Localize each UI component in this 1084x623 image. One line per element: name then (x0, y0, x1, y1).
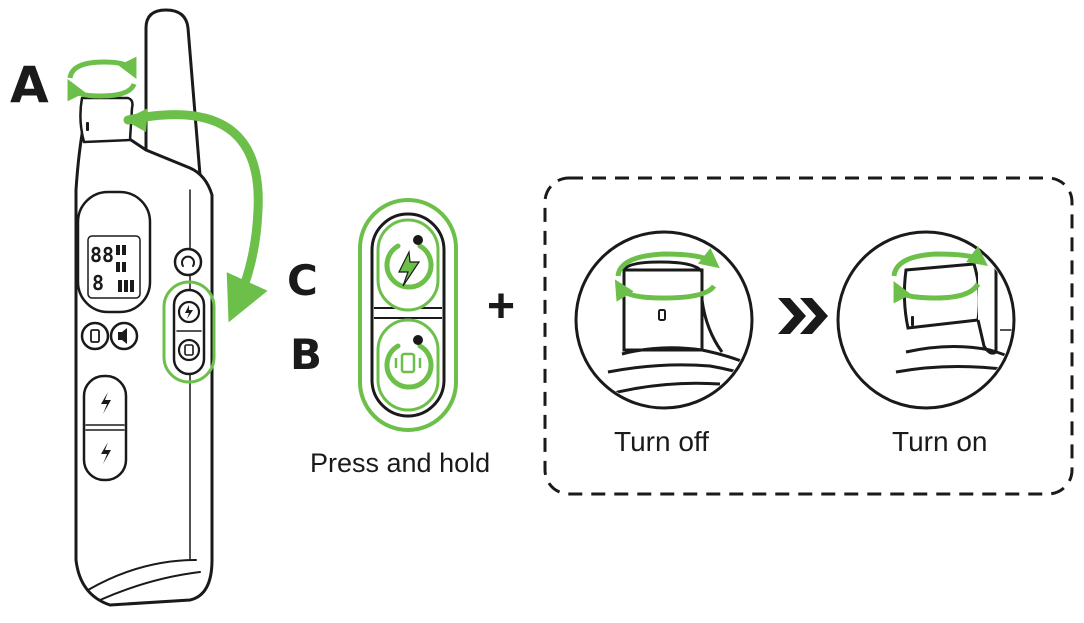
turn-off-illustration (574, 230, 754, 410)
double-chevron-right-icon (778, 298, 828, 334)
label-a: A (10, 56, 49, 114)
rotating-knob (79, 96, 134, 144)
button-b-icon (384, 335, 434, 390)
shock-paddle[interactable] (82, 374, 128, 482)
lcd-bars (116, 245, 134, 292)
side-top-button[interactable] (173, 247, 203, 277)
label-b: B (290, 330, 323, 379)
svg-text:88: 88 (90, 243, 114, 267)
turn-off-caption: Turn off (614, 426, 709, 457)
speaker-icon (118, 328, 127, 344)
curved-arrow-head (124, 108, 148, 132)
lightning-icon (101, 392, 111, 414)
button-detail (358, 198, 458, 432)
button-c-icon (384, 235, 434, 290)
label-c: C (287, 256, 318, 305)
vibration-icon (90, 329, 100, 343)
side-button-highlight (162, 280, 216, 384)
turn-on-illustration (836, 230, 1016, 410)
antenna (144, 8, 202, 177)
vibration-mode-button[interactable] (80, 321, 110, 351)
side-button-b[interactable] (177, 338, 201, 362)
knob-instructions-panel (543, 176, 1074, 496)
lightning-boost-icon (101, 442, 111, 464)
plus-sign: + (487, 280, 516, 333)
svg-text:8: 8 (92, 271, 104, 295)
turn-on-caption: Turn on (892, 426, 988, 457)
rotate-arrow-icon (67, 56, 137, 102)
remote-device: 88 8 (74, 8, 214, 607)
press-and-hold-caption: Press and hold (310, 448, 491, 478)
curved-arrow-icon (123, 110, 268, 323)
